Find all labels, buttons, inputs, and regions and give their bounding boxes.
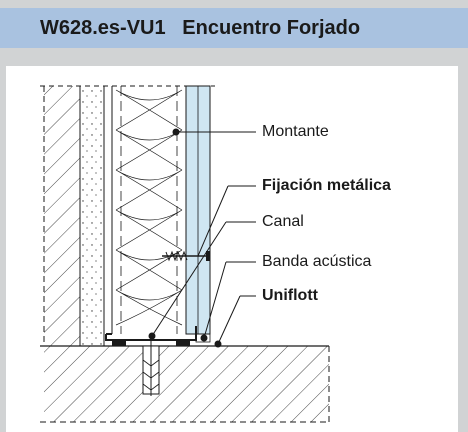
right-border bbox=[458, 48, 468, 432]
title-bar bbox=[0, 8, 468, 48]
leader-lines bbox=[148, 128, 256, 348]
figure-title: W628.es-VU1 Encuentro Forjado bbox=[40, 8, 360, 48]
label-fijacion: Fijación metálica bbox=[262, 177, 391, 194]
figure-name: Encuentro Forjado bbox=[182, 17, 361, 39]
gypsum-board bbox=[185, 85, 211, 335]
label-canal: Canal bbox=[262, 213, 304, 230]
stud-insulation bbox=[111, 86, 187, 334]
label-montante: Montante bbox=[262, 123, 329, 140]
label-uniflott: Uniflott bbox=[262, 287, 318, 304]
screw bbox=[162, 250, 210, 262]
uniflott-joint bbox=[176, 341, 190, 346]
top-border bbox=[0, 0, 468, 8]
anchor-bolt bbox=[142, 340, 160, 396]
uniflott-joint bbox=[112, 341, 126, 346]
floor-slab bbox=[40, 345, 330, 423]
plaster-layer bbox=[80, 86, 105, 346]
label-banda: Banda acústica bbox=[262, 253, 372, 270]
header-spacer bbox=[6, 48, 458, 66]
figure-code: W628.es-VU1 bbox=[40, 17, 166, 39]
left-border bbox=[0, 48, 6, 432]
masonry-wall bbox=[43, 86, 81, 346]
